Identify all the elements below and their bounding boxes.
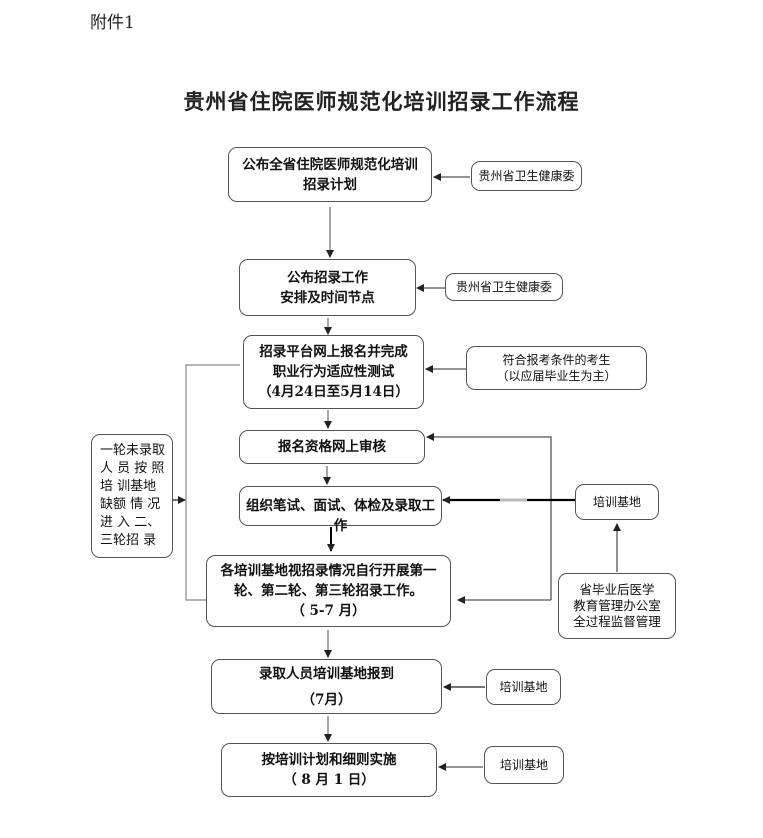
note-text: 一轮未录取 [100,443,166,458]
step-date: （7月） [301,691,352,708]
actor-training-base-3: 培训基地 [484,746,564,784]
step-date: （4月24日至5月14日） [258,384,409,400]
step-text: 招录平台网上报名并完成 [259,344,408,360]
note-text: 培 训基地 [100,479,157,494]
actor-text: 培训基地 [499,758,548,772]
step-multi-round-recruitment: 各培训基地视招录情况自行开展第一 轮、第二轮、第三轮招录工作。 （ 5-7 月） [206,555,451,627]
actor-text: 贵州省卫生健康委 [455,280,552,294]
actor-text: 培训基地 [499,680,548,694]
actor-text: 省毕业后医学 [579,582,655,597]
step-text: 轮、第二轮、第三轮招录工作。 [234,583,423,599]
step-online-registration: 招录平台网上报名并完成 职业行为适应性测试 （4月24日至5月14日） [243,335,424,409]
step-text: 公布招录工作 [287,269,368,286]
step-date: （ 8 月 1 日） [283,772,375,788]
step-text: 安排及时间节点 [280,289,375,306]
step-text: 职业行为适应性测试 [272,364,395,380]
step-text: 组织笔试、面试、体检及录取工作 [246,498,435,534]
step-text: 录取人员培训基地报到 [259,665,394,682]
step-publish-schedule: 公布招录工作 安排及时间节点 [239,259,416,316]
step-exams-admission: 组织笔试、面试、体检及录取工作 [239,486,442,534]
step-text: 招录计划 [303,176,357,193]
note-text: 三轮招 录 [100,533,157,548]
step-text: 公布全省住院医师规范化培训 [242,156,418,173]
actor-text: 符合报考条件的考生 [502,353,611,367]
actor-health-commission-1: 贵州省卫生健康委 [471,161,582,191]
actor-health-commission-2: 贵州省卫生健康委 [445,273,563,301]
page-title: 贵州省住院医师规范化培训招录工作流程 [183,89,580,114]
actor-text: 教育管理办公室 [573,598,661,613]
step-text: 各培训基地视招录情况自行开展第一 [220,563,437,579]
actor-text: 全过程监督管理 [573,614,661,629]
actor-text: 贵州省卫生健康委 [478,169,575,183]
step-report-to-base: 录取人员培训基地报到 （7月） [211,659,442,714]
actor-text: （以应届毕业生为主） [496,369,617,383]
step-qualification-review: 报名资格网上审核 [239,430,425,464]
note-unadmitted-candidates: 一轮未录取 人 员 按 照 培 训基地 缺额 情 况 进 入 二、 三轮招 录 [91,434,173,558]
actor-training-base-1: 培训基地 [575,484,659,520]
step-text: 按培训计划和细则实施 [261,752,397,768]
note-text: 进 入 二、 [100,515,161,530]
note-text: 人 员 按 照 [100,461,165,476]
step-date: （ 5-7 月） [291,603,366,619]
actor-eligible-candidates: 符合报考条件的考生 （以应届毕业生为主） [466,346,647,390]
actor-text: 培训基地 [592,495,641,509]
loop-to-step4 [426,433,552,600]
actor-training-base-2: 培训基地 [486,669,561,705]
note-text: 缺额 情 况 [100,497,161,512]
actor-supervision-office: 省毕业后医学 教育管理办公室 全过程监督管理 [558,573,676,639]
step-publish-plan: 公布全省住院医师规范化培训 招录计划 [228,147,432,202]
attachment-label: 附件1 [90,13,135,33]
step-text: 报名资格网上审核 [278,439,386,455]
step-implement-training: 按培训计划和细则实施 （ 8 月 1 日） [221,743,437,797]
left-bracket-line [185,364,240,601]
